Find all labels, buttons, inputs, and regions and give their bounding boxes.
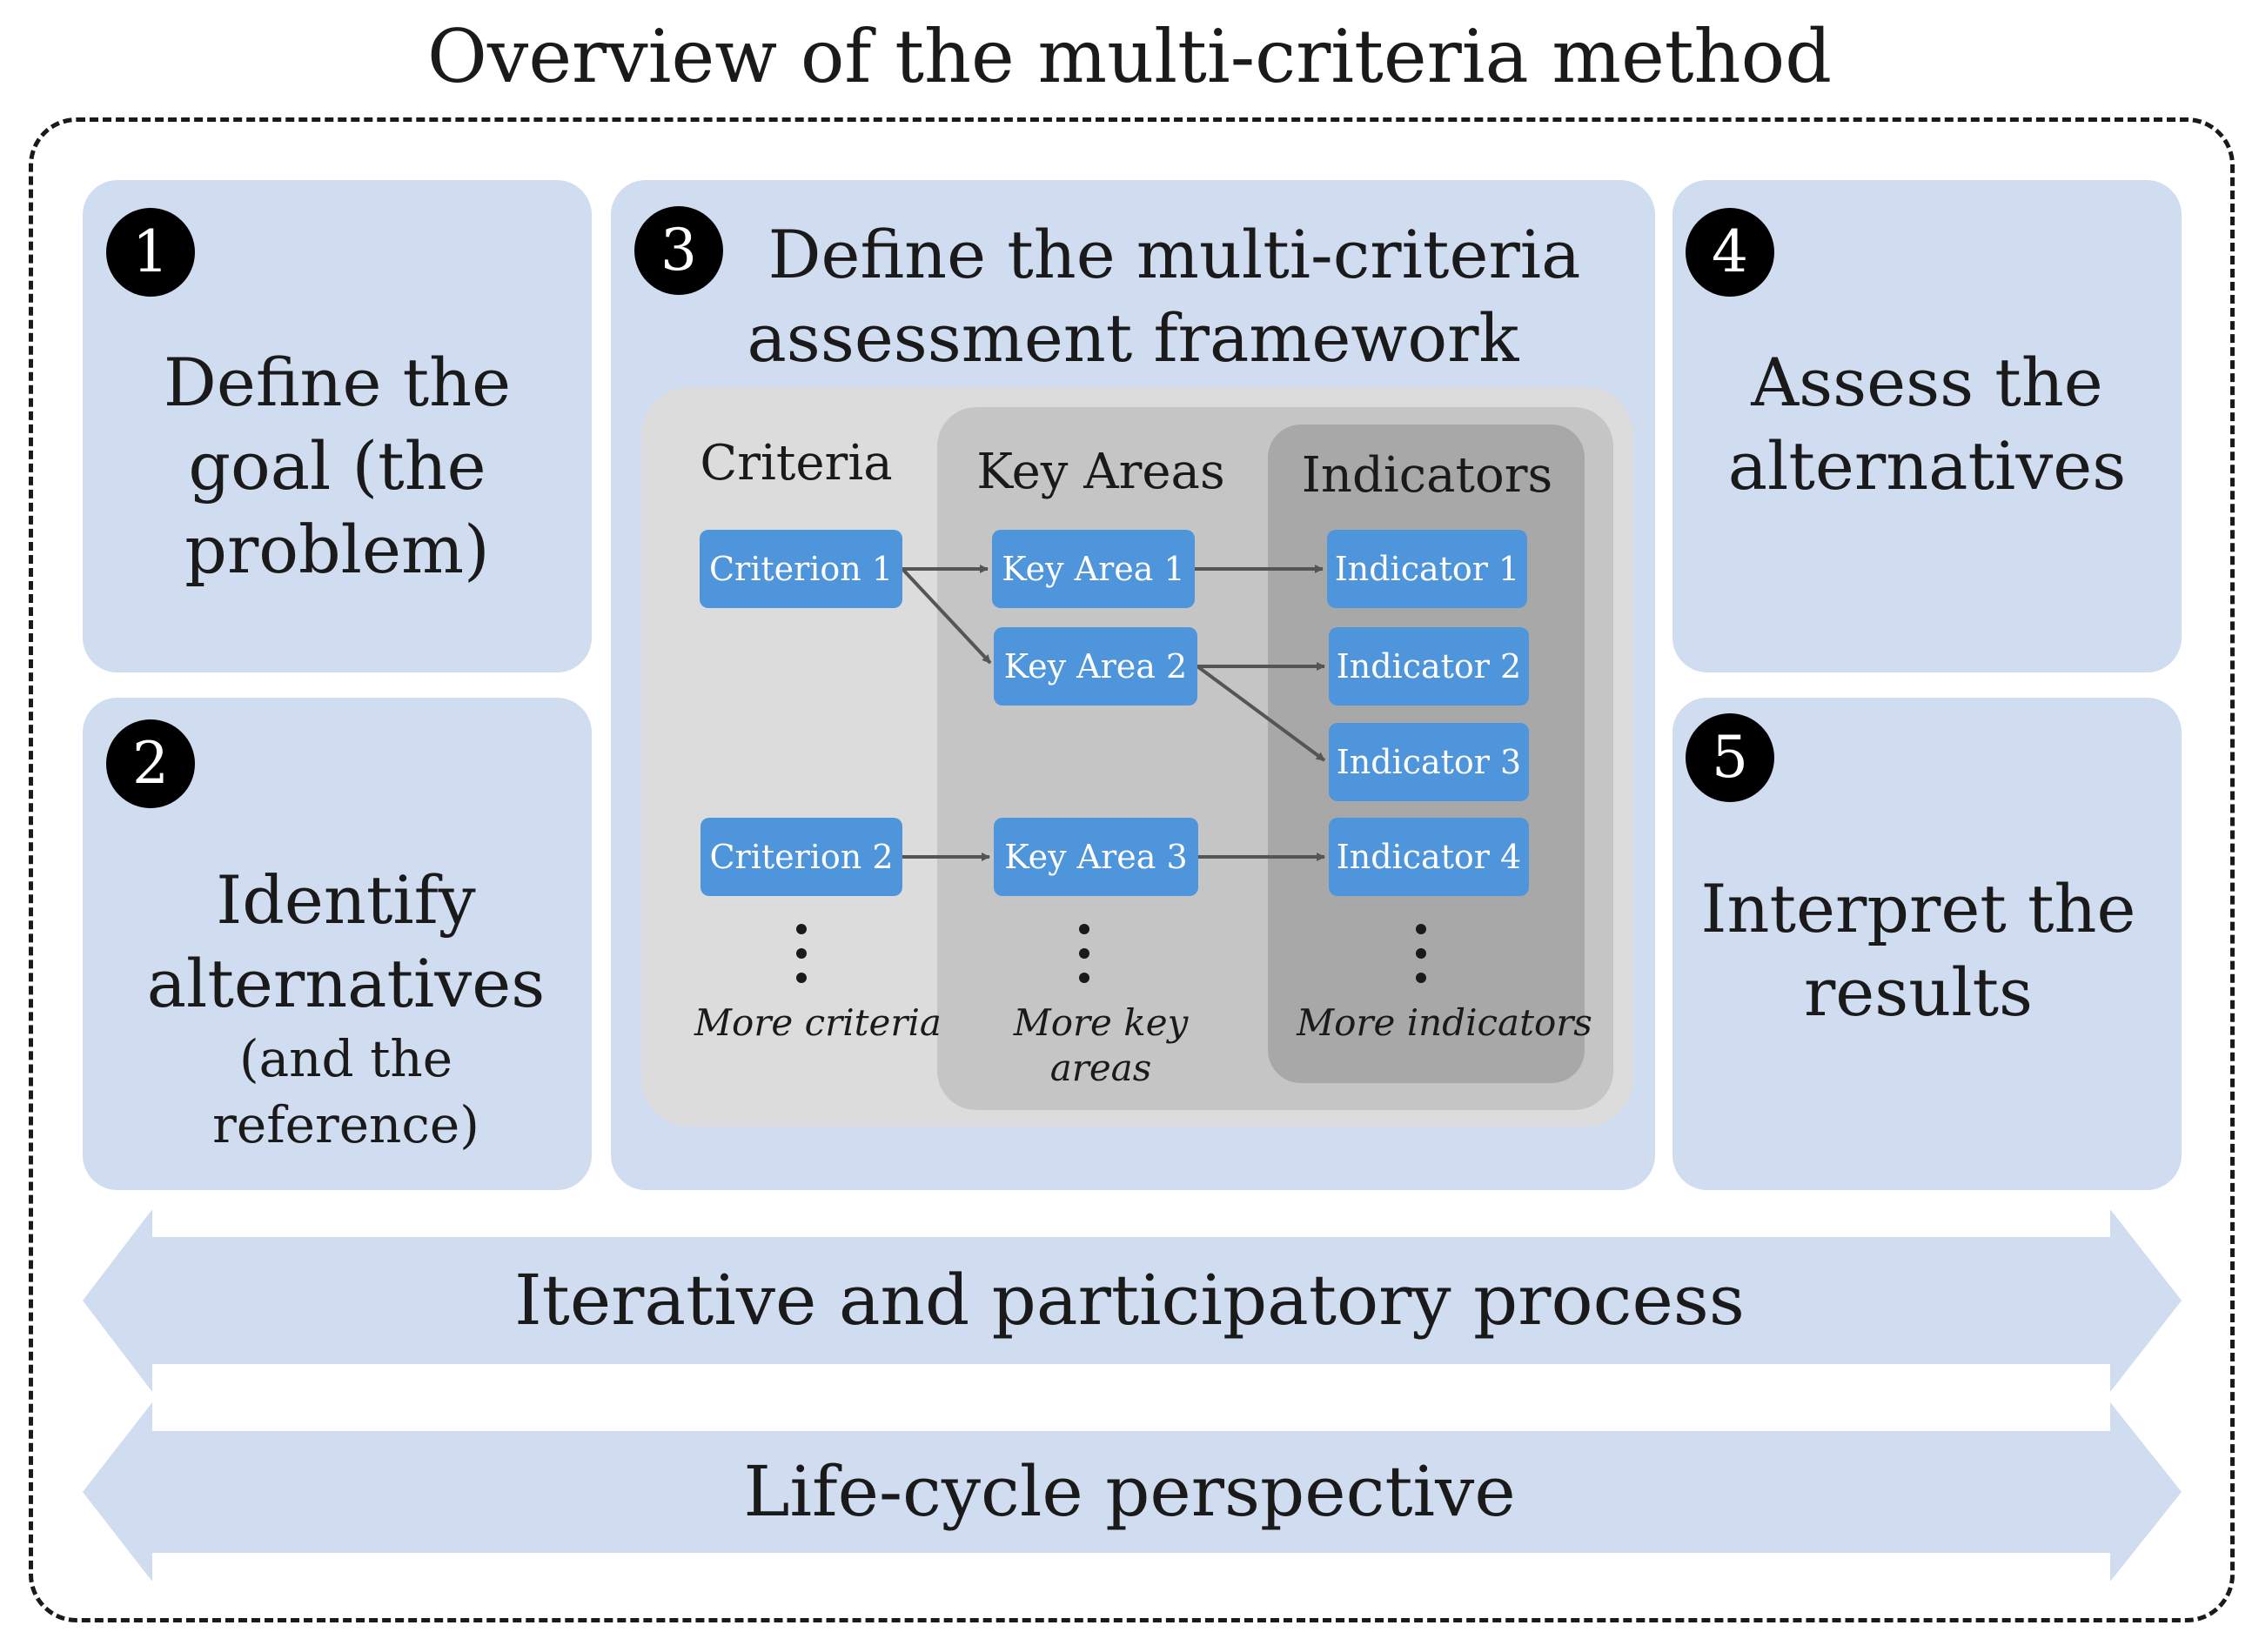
more-criteria-label: More criteria <box>694 1001 942 1044</box>
key-area-node: Key Area 3 <box>994 818 1198 896</box>
more-indicators-label: More indicators <box>1297 1001 1592 1044</box>
step-3-line: Define the multi-criteria <box>768 216 1581 293</box>
indicators-header: Indicators <box>1301 447 1553 504</box>
step-2-text: Identify alternatives (and the reference… <box>100 859 592 1158</box>
step-5-line: Interpret the <box>1700 870 2136 947</box>
criteria-header: Criteria <box>700 435 893 492</box>
step-2-panel: 2 Identify alternatives (and the referen… <box>83 698 592 1190</box>
indicator-node: Indicator 3 <box>1329 723 1529 801</box>
step-4-panel: 4 Assess the alternatives <box>1672 180 2182 672</box>
step-2-line: Identify <box>216 861 476 939</box>
step-1-line: problem) <box>184 511 490 588</box>
criterion-node: Criterion 1 <box>700 530 902 608</box>
step-1-text: Define the goal (the problem) <box>83 341 592 592</box>
step-1-badge: 1 <box>106 208 195 297</box>
key-area-node: Key Area 2 <box>994 627 1197 706</box>
iterative-process-label: Iterative and participatory process <box>514 1260 1745 1341</box>
criteria-ellipsis <box>796 924 807 997</box>
step-4-line: Assess the <box>1751 344 2103 421</box>
key-area-node: Key Area 1 <box>992 530 1195 608</box>
diagram-title: Overview of the multi-criteria method <box>427 14 1832 99</box>
arrow-c1-ka2 <box>901 567 992 665</box>
step-2-badge: 2 <box>106 719 195 808</box>
life-cycle-label: Life-cycle perspective <box>743 1451 1516 1532</box>
key-areas-header: Key Areas <box>976 444 1225 500</box>
criterion-node: Criterion 2 <box>700 818 902 896</box>
more-key-areas-label: More key areas <box>1013 1001 1189 1089</box>
life-cycle-arrow <box>83 1402 2182 1582</box>
step-1-line: Define the <box>163 344 512 421</box>
step-3-badge: 3 <box>634 206 723 295</box>
iterative-process-arrow <box>83 1209 2182 1392</box>
key-areas-ellipsis <box>1079 924 1089 997</box>
step-2-note: (and the reference) <box>212 1029 479 1154</box>
dashed-frame <box>29 117 2235 1622</box>
step-4-line: alternatives <box>1727 427 2127 505</box>
step-5-line: results <box>1803 953 2034 1031</box>
step-1-line: goal (the <box>188 427 486 505</box>
step-5-panel: 5 Interpret the results <box>1672 698 2182 1190</box>
step-2-line: alternatives <box>146 945 546 1022</box>
step-5-text: Interpret the results <box>1655 867 2182 1034</box>
arrow-ka2-i3 <box>1196 665 1326 762</box>
step-4-badge: 4 <box>1686 208 1774 297</box>
indicators-ellipsis <box>1416 924 1426 997</box>
indicator-node: Indicator 2 <box>1329 627 1529 706</box>
indicator-node: Indicator 1 <box>1327 530 1527 608</box>
step-3-line: assessment framework <box>747 299 1519 377</box>
step-3-text: Define the multi-criteria assessment fra… <box>611 213 1655 380</box>
step-1-panel: 1 Define the goal (the problem) <box>83 180 592 672</box>
step-4-text: Assess the alternatives <box>1672 341 2182 508</box>
step-5-badge: 5 <box>1686 713 1774 802</box>
indicator-node: Indicator 4 <box>1329 818 1529 896</box>
